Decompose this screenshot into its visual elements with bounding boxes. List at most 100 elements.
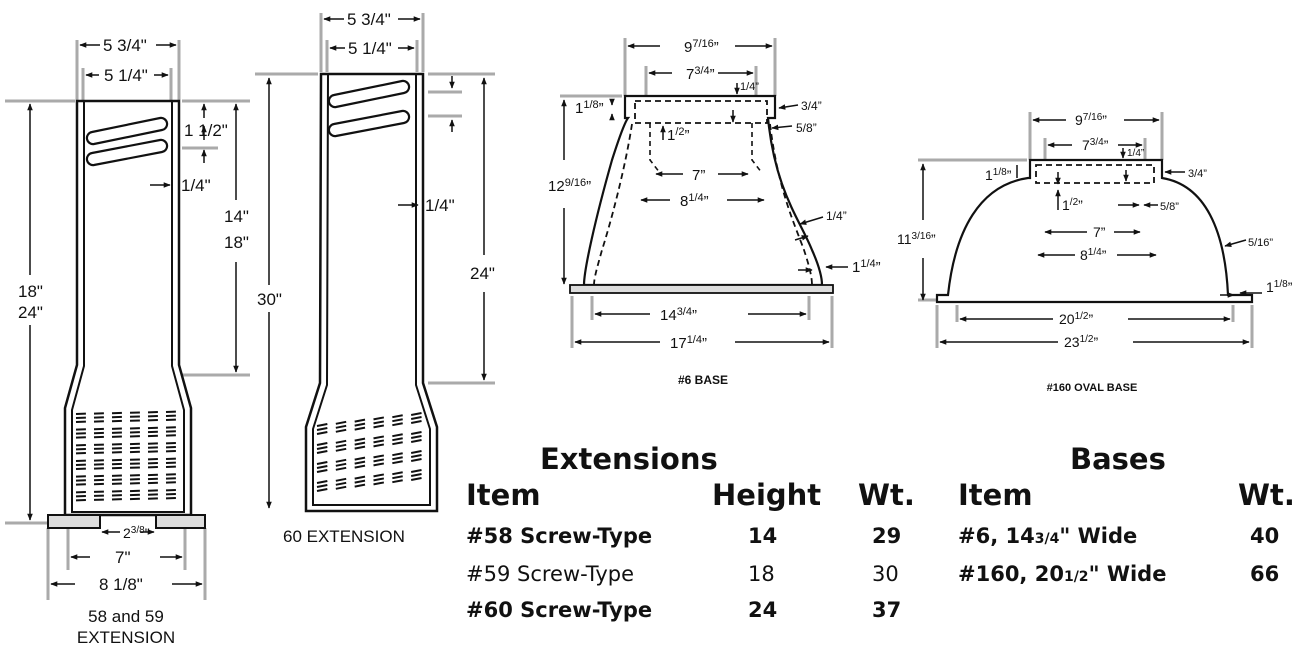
base6-five-eighths: 5/8” <box>796 121 817 135</box>
hatch-mark <box>335 485 347 490</box>
base6-bottom-inner: 143/4” <box>660 306 697 324</box>
hatch-mark <box>392 471 403 476</box>
hatch-mark <box>392 441 403 446</box>
hatch-mark <box>373 454 385 459</box>
hatch-mark <box>392 418 403 423</box>
hatch-mark <box>373 481 385 486</box>
hatch-mark <box>410 439 422 443</box>
extensions-row-2-item: #59 Screw-Type <box>466 562 635 586</box>
hatch-mark <box>392 479 403 484</box>
ext60-inner-width: 5 1/4" <box>348 39 392 58</box>
extensions-header-wt: Wt. <box>858 478 915 512</box>
extensions-header-item: Item <box>466 478 541 512</box>
hatch-mark <box>354 426 366 431</box>
base160-foot: 11/8” <box>1266 279 1293 295</box>
ext60-wall: 1/4" <box>425 196 455 215</box>
extensions-row-1-wt: 29 <box>872 524 902 548</box>
hatch-mark <box>335 424 347 429</box>
hatch-mark <box>316 488 328 492</box>
bases-header-item: Item <box>958 478 1033 512</box>
hatch-mark <box>354 418 366 423</box>
ext58-caption-line2: EXTENSION <box>77 628 175 647</box>
hatch-mark <box>373 416 385 421</box>
base160-quarter: 1/4” <box>1127 148 1144 159</box>
hatch-mark <box>392 475 403 480</box>
hatch-mark <box>316 427 328 431</box>
hatch-mark <box>354 445 366 450</box>
ext58-total-24: 24" <box>18 303 43 322</box>
hatch-mark <box>354 483 366 488</box>
ext58-base-outer: 8 1/8" <box>99 575 143 594</box>
hatch-mark <box>316 465 328 469</box>
hatch-mark <box>410 412 422 416</box>
hatch-mark <box>373 435 385 440</box>
hatch-mark <box>316 469 328 473</box>
hatch-mark <box>354 475 366 480</box>
ext58-slot-height: 1 1/2" <box>184 121 228 140</box>
hatch-mark <box>392 414 403 419</box>
base160-lip: 11/8” <box>985 167 1012 183</box>
ext60-total-30: 30" <box>257 290 282 309</box>
hatch-mark <box>316 442 328 446</box>
extensions-header-height: Height <box>712 478 822 512</box>
hatch-mark <box>354 456 366 461</box>
ext58-bottom-gap: 23/8" <box>123 525 150 541</box>
ext58-wall: 1/4" <box>181 176 211 195</box>
extensions-row-3-height: 24 <box>748 598 778 622</box>
ext58-total-18: 18" <box>18 282 43 301</box>
ext58-base-inner: 7" <box>115 548 131 567</box>
hatch-mark <box>373 439 385 444</box>
hatch-mark <box>410 473 422 477</box>
ext58-caption-line1: 58 and 59 <box>88 607 164 626</box>
base6-height: 129/16” <box>548 177 591 195</box>
base6-bottom-outer: 171/4” <box>670 334 707 352</box>
hatch-mark <box>335 420 347 425</box>
hatch-mark <box>335 462 347 467</box>
bases-row-2-wt: 66 <box>1250 562 1280 586</box>
hatch-mark <box>316 461 328 465</box>
hatch-mark <box>354 441 366 446</box>
bases-row-1-item: #6, 143/4" Wide <box>958 524 1138 548</box>
base6-half: 1/2” <box>667 126 690 144</box>
hatch-mark <box>354 464 366 469</box>
base6-quarter: 1/4” <box>740 81 759 93</box>
hatch-mark <box>316 446 328 450</box>
hatch-mark <box>335 466 347 471</box>
bases-title: Bases <box>1070 442 1166 476</box>
hatch-mark <box>392 433 403 438</box>
base6-top-inner: 73/4” <box>686 65 715 83</box>
hatch-mark <box>392 437 403 442</box>
ext58-height-14: 14" <box>224 207 249 226</box>
hatch-mark <box>354 479 366 484</box>
hatch-mark <box>354 460 366 465</box>
hatch-mark <box>392 452 403 457</box>
hatch-mark <box>354 422 366 427</box>
base160-three-quarter: 3/4” <box>1188 168 1207 180</box>
hatch-mark <box>373 443 385 448</box>
bases-row-1-wt: 40 <box>1250 524 1280 548</box>
base160-top-inner: 73/4” <box>1082 137 1109 153</box>
hatch-mark <box>410 420 422 424</box>
hatch-mark <box>373 420 385 425</box>
hatch-mark <box>410 454 422 458</box>
hatch-mark <box>316 423 328 427</box>
base160-wall: 5/16” <box>1248 237 1273 249</box>
bases-row-2-item: #160, 201/2" Wide <box>958 562 1167 586</box>
extensions-row-3-item: #60 Screw-Type <box>466 598 653 622</box>
hatch-mark <box>410 450 422 454</box>
base6-wall: 1/4” <box>826 209 847 223</box>
base160-caption: #160 OVAL BASE <box>1047 382 1138 394</box>
extensions-row-3-wt: 37 <box>872 598 902 622</box>
hatch-mark <box>335 428 347 433</box>
ext58-outer-width: 5 3/4" <box>103 36 147 55</box>
hatch-mark <box>316 450 328 454</box>
hatch-mark <box>410 477 422 481</box>
hatch-mark <box>335 443 347 448</box>
extensions-title: Extensions <box>540 442 718 476</box>
hatch-mark <box>335 458 347 463</box>
ext58-height-18: 18" <box>224 233 249 252</box>
hatch-mark <box>335 481 347 486</box>
base160-inner-8: 81/4” <box>1080 247 1107 263</box>
hatch-mark <box>335 477 347 482</box>
